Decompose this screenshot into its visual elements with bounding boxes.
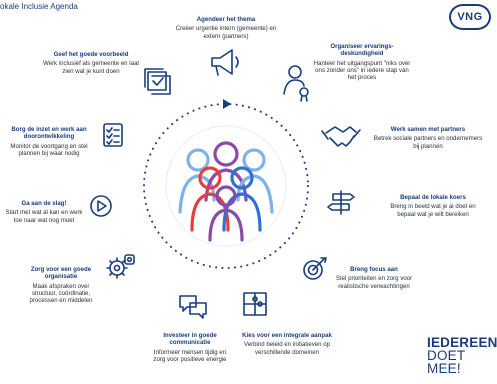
step-ervaringsdeskundigheid: Organiseer ervarings-deskundigheid Hante… — [311, 43, 413, 81]
step-text: Werk inclusief als gemeente en laat zien… — [42, 60, 140, 75]
step-text: Breng in beeld wat je al doet en bepaal … — [390, 203, 476, 218]
play-icon — [90, 195, 112, 217]
signpost-icon — [327, 190, 355, 215]
cycle-arrow-icon — [223, 99, 231, 109]
step-text: Stel prioriteiten en zorg voor realistis… — [335, 275, 413, 290]
step-text: Informeer mensen tijdig en zorg voor pos… — [153, 348, 227, 363]
slogan-line2: DOET MEE! — [427, 348, 466, 376]
step-title: Werk samen met partners — [390, 126, 466, 133]
step-title: Organiseer ervarings-deskundigheid — [330, 43, 394, 58]
step-title: Geef het goede voorbeeld — [53, 51, 129, 58]
step-integraal: Kies voor een integrale aanpak Verbind b… — [242, 332, 332, 356]
step-voorbeeld: Geef het goede voorbeeld Werk inclusief … — [42, 51, 140, 75]
step-text: Maak afspraken over structuur, coördinat… — [29, 282, 93, 305]
step-borg: Borg de inzet en werk aan doorontwikkeli… — [2, 126, 96, 157]
step-title: Agendeer het thema — [196, 16, 256, 23]
checklist-icon — [103, 123, 123, 147]
step-text: Verbind beleid en initiatieven op versch… — [243, 341, 331, 356]
target-icon — [303, 257, 327, 280]
dotted-cycle-ring — [143, 103, 309, 269]
gears-icon — [106, 254, 135, 279]
checked-documents-icon — [144, 68, 171, 95]
step-title: Investeer in goede communicatie — [163, 332, 217, 347]
step-text: Start met wat al kan en werk toe naar wa… — [5, 209, 83, 224]
step-title: Bepaal de lokale koers — [400, 194, 466, 201]
puzzle-icon — [243, 292, 267, 316]
expert-badge-icon — [283, 65, 309, 102]
speech-bubbles-icon — [179, 295, 207, 319]
step-text: Monitor de voortgang en stel plannen bij… — [10, 142, 88, 157]
step-title: Breng focus aan — [350, 266, 398, 273]
step-focus: Breng focus aan Stel prioriteiten en zor… — [327, 266, 421, 290]
step-aan-de-slag: Ga aan de slag! Start met wat al kan en … — [2, 200, 86, 224]
step-title: Zorg voor een goede organisatie — [30, 266, 92, 281]
step-text: Creëer urgentie intern (gemeente) en ext… — [175, 25, 277, 40]
step-organisatie: Zorg voor een goede organisatie Maak afs… — [20, 266, 102, 304]
step-text: Hanteer het uitgangspunt "niks over ons … — [313, 59, 411, 82]
step-title: Kies voor een integrale aanpak — [242, 332, 332, 339]
step-title: Borg de inzet en werk aan doorontwikkeli… — [11, 126, 87, 141]
megaphone-icon — [211, 49, 239, 76]
slogan: IEDEREEN DOET MEE! — [427, 335, 497, 376]
vng-logo: VNG — [449, 4, 491, 30]
step-samenwerken: Werk samen met partners Betrek sociale p… — [373, 126, 483, 150]
step-communicatie: Investeer in goede communicatie Informee… — [150, 332, 230, 363]
people-group-icon — [165, 125, 287, 247]
step-koers: Bepaal de lokale koers Breng in beeld wa… — [383, 194, 483, 218]
slogan-line1: IEDEREEN — [427, 335, 497, 350]
step-title: Ga aan de slag! — [21, 200, 67, 207]
step-text: Betrek sociale partners en ondernemers b… — [373, 135, 483, 150]
page-title: okale Inclusie Agenda — [0, 2, 78, 11]
step-agendeer: Agendeer het thema Creëer urgentie inter… — [168, 16, 284, 40]
handshake-icon — [321, 126, 361, 147]
